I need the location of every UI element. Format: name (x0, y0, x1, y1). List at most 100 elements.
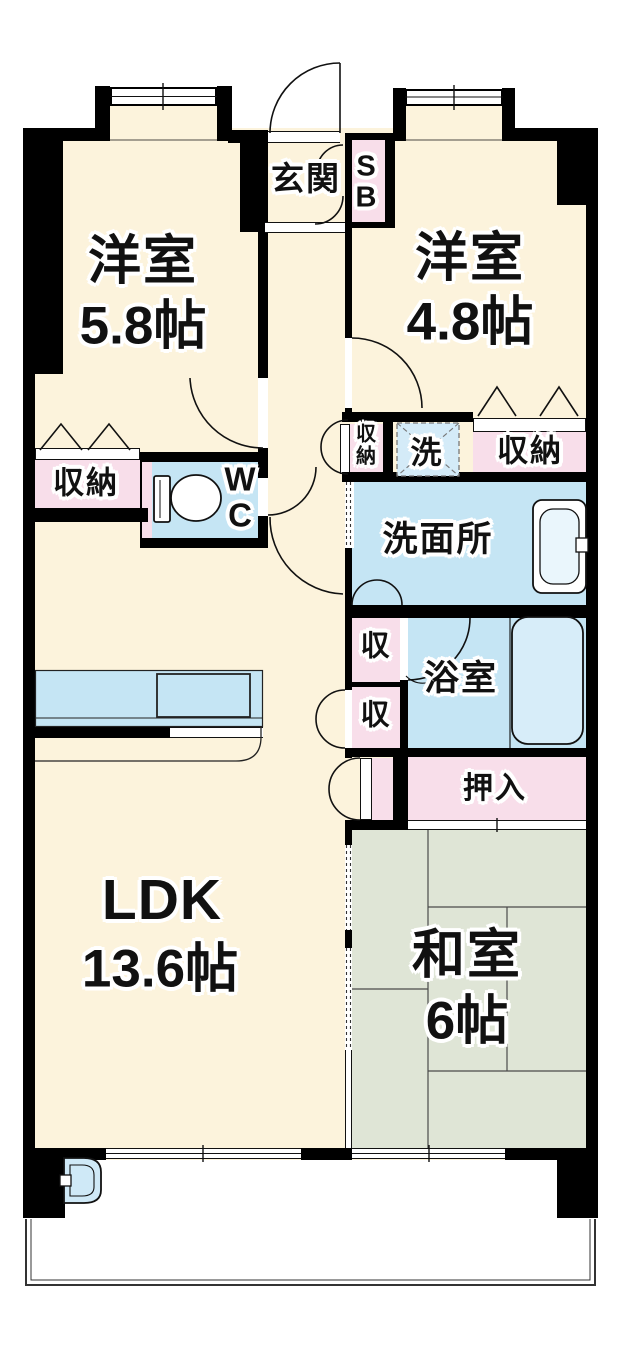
wall-right-block (557, 133, 586, 205)
label-hall-closet: 収 納 (356, 424, 376, 467)
wall-bay-right-jamb-r (502, 88, 515, 141)
label-japanese-name: 和室 (412, 925, 522, 985)
entrance-sill (268, 131, 340, 143)
room-hall-closet (350, 424, 383, 474)
label-shoe-box: S B (355, 150, 377, 215)
room-closet-right (473, 432, 586, 472)
partition-fusuma-b (345, 948, 352, 1050)
wall-partition-mid (345, 930, 352, 948)
wall-closet-divider (345, 682, 408, 687)
wall-oshiire-top (345, 748, 588, 757)
door-arc-ldk-entry (269, 516, 344, 595)
wall-corridor-left (258, 225, 268, 378)
balcony-rail (25, 1219, 596, 1286)
room-oshiire (408, 757, 586, 822)
wall-corridor-right-b (345, 406, 352, 416)
label-ldk-size: 13.6帖 (81, 939, 239, 999)
door-arc-wc (267, 466, 317, 516)
wall-bath-left (400, 610, 408, 750)
wall-japanese-top (352, 820, 408, 830)
wall-entrance-left (240, 133, 268, 232)
bifold-triangle-right-1 (477, 385, 517, 417)
laundry-space (396, 422, 460, 477)
wall-corridor-left-b (258, 448, 268, 456)
kitchen-pass-through (170, 727, 263, 738)
partition-fusuma-c (345, 1050, 352, 1148)
slop-sink-icon (59, 1157, 102, 1204)
door-gap-western2 (345, 338, 352, 408)
label-japanese-size: 6帖 (425, 991, 509, 1051)
wall-corridor-right (345, 225, 352, 338)
wall-laundry-top (342, 412, 473, 422)
label-hall-closet-line1: 収 (356, 423, 376, 446)
door-arc-western1 (189, 377, 264, 449)
label-bathroom: 浴室 (423, 659, 499, 699)
double-door-ldk-closet (328, 757, 361, 821)
sliding-door-dashes (345, 482, 352, 1050)
room-ldk-closet (372, 758, 393, 820)
bathroom-label-leader (405, 675, 437, 684)
room-closet-lower (352, 687, 400, 748)
door-gap-bathroom (400, 618, 408, 680)
label-oshiire: 押入 (463, 771, 527, 805)
wall-oshiire-left (393, 757, 408, 822)
bay-window-left-floor (108, 104, 219, 141)
window-ticks (106, 83, 505, 1162)
label-wc: W C (224, 461, 255, 532)
wall-partition-top (345, 820, 352, 845)
wall-laundry-left (383, 412, 393, 480)
wall-top-a (35, 128, 97, 141)
wc-closet-strip (142, 462, 152, 538)
label-entrance: 玄関 (271, 160, 341, 198)
wall-right-outer (586, 128, 598, 1160)
washbasin-icon (532, 499, 589, 594)
wall-bay-left-jamb-r (217, 86, 232, 141)
closet-left-door-strip (35, 448, 140, 460)
label-washroom: 洗面所 (382, 520, 494, 560)
bifold-arc-hall-closet (320, 419, 349, 475)
room-closet-upper (352, 618, 400, 682)
label-closet-left: 収納 (53, 465, 119, 501)
wall-washroom-top (342, 472, 588, 482)
label-wc-line2: C (228, 496, 252, 533)
label-shoe-box-line1: S (356, 150, 376, 183)
wall-bay-left-jamb-l (95, 86, 110, 141)
label-western1-size: 5.8帖 (79, 296, 207, 356)
room-closet-left (35, 460, 140, 508)
label-western2-size: 4.8帖 (406, 292, 534, 352)
label-shoe-box-line2: B (355, 182, 377, 214)
bifold-triangle-left-2 (87, 422, 131, 451)
double-door-closet-upper (351, 579, 403, 606)
double-door-closet-lower (315, 689, 346, 749)
entrance-step-arc-1 (316, 144, 344, 172)
label-closet-lower: 収 (360, 699, 392, 732)
bifold-triangle-right-2 (539, 385, 579, 417)
label-closet-right: 収納 (497, 433, 563, 469)
entrance-door-arc (269, 62, 341, 134)
tatami-lines (352, 830, 586, 1148)
wall-left-inner (35, 128, 63, 374)
bathtub-icon (509, 616, 584, 748)
wall-bay-right-jamb-l (393, 88, 406, 141)
label-closet-upper: 収 (360, 630, 392, 663)
wall-closet-left-bottom (23, 508, 148, 522)
door-gap-closet-lower (345, 690, 352, 748)
wall-center-column (345, 548, 352, 758)
balcony (23, 1160, 598, 1290)
label-ldk-name: LDK (101, 868, 223, 933)
kitchen-linework (34, 669, 264, 762)
bay-window-right-floor (404, 104, 504, 141)
washroom-sliding-door (345, 482, 354, 548)
label-wc-line1: W (224, 460, 256, 498)
room-shoe-box (352, 140, 385, 222)
door-arc-western2 (351, 337, 423, 409)
label-western1-name: 洋室 (88, 231, 198, 291)
toilet-icon (153, 474, 222, 523)
label-western2-name: 洋室 (415, 228, 525, 288)
ldk-closet-door-leaf (360, 758, 372, 820)
laundry-cross (396, 422, 460, 477)
entrance-step (265, 222, 345, 233)
label-laundry: 洗 (410, 435, 444, 471)
